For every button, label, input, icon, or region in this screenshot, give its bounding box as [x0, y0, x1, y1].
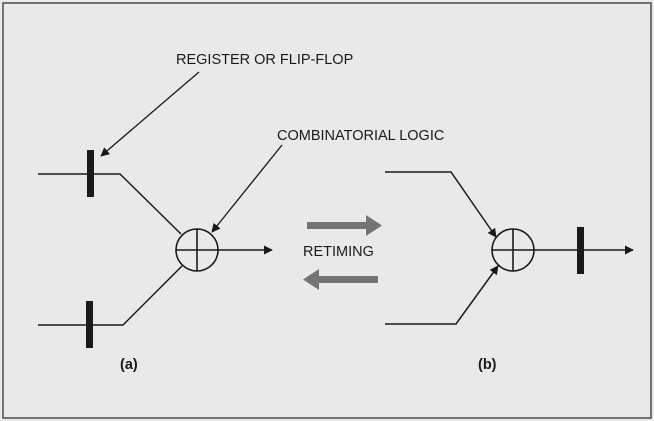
combinatorial-logic-gate-b	[491, 228, 535, 272]
register-pointer-arrow	[100, 71, 200, 157]
register-label: REGISTER OR FLIP-FLOP	[176, 52, 353, 68]
bottom-input-wire-b	[385, 265, 499, 325]
top-input-wire-b	[385, 171, 497, 238]
logic-label: COMBINATORIAL LOGIC	[277, 128, 444, 144]
register-b	[577, 227, 584, 274]
panel-a-label: (a)	[120, 357, 138, 373]
register-bottom-a	[86, 301, 93, 348]
combinatorial-logic-gate-a	[175, 228, 219, 272]
retiming-left-arrow	[303, 269, 378, 290]
panel-b: (b)	[385, 171, 634, 373]
panel-a: REGISTER OR FLIP-FLOP COMBINATORIAL LOGI…	[38, 52, 444, 373]
bottom-input-wire-a	[38, 265, 183, 326]
retiming-label: RETIMING	[303, 244, 374, 260]
logic-pointer-arrow	[211, 144, 283, 233]
register-top-a	[87, 150, 94, 197]
panel-b-label: (b)	[478, 357, 497, 373]
retiming-indicator: RETIMING	[303, 215, 382, 290]
retiming-right-arrow	[307, 215, 382, 236]
top-input-wire-a	[38, 173, 182, 235]
